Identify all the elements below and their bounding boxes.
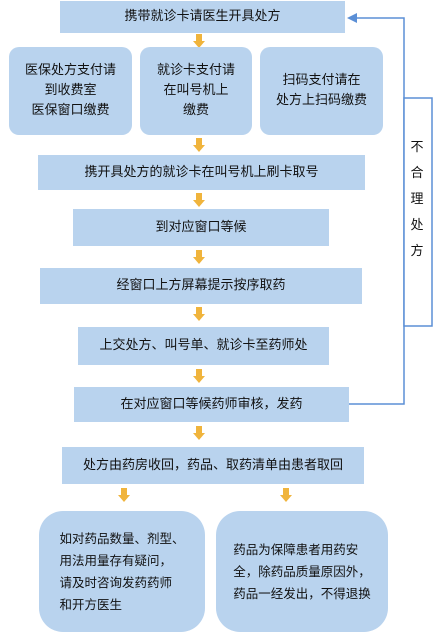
- down-arrow-icon: [193, 138, 205, 152]
- step-pharmacist-review: 在对应窗口等候药师审核，发药: [74, 387, 349, 422]
- feedback-arrowhead: [347, 13, 357, 23]
- unreasonable-prescription-label: 不 合 理 处 方: [409, 135, 425, 265]
- down-arrow-icon: [193, 250, 205, 264]
- side-char: 理: [410, 192, 424, 207]
- step-payment-scan: 扫码支付请在 处方上扫码缴费: [260, 47, 383, 135]
- side-char: 合: [410, 166, 424, 181]
- step-prescription: 携带就诊卡请医生开具处方: [60, 1, 345, 33]
- step-payment-card: 就诊卡支付请 在叫号机上 缴费: [140, 47, 252, 135]
- note-consult: 如对药品数量、剂型、 用法用量存有疑问， 请及时咨询发药药师 和开方医生: [39, 511, 205, 632]
- down-arrow-icon: [193, 307, 205, 321]
- down-arrow-icon: [193, 34, 205, 48]
- side-char: 方: [410, 244, 424, 259]
- step-collect-medicine: 处方由药房收回，药品、取药清单由患者取回: [62, 447, 364, 484]
- down-arrow-icon: [193, 193, 205, 207]
- side-char: 处: [410, 218, 424, 233]
- down-arrow-icon: [280, 488, 292, 502]
- down-arrow-icon: [193, 369, 205, 383]
- down-arrow-icon: [118, 488, 130, 502]
- step-submit-documents: 上交处方、叫号单、就诊卡至药师处: [78, 327, 329, 365]
- note-no-return: 药品为保障患者用药安 全，除药品质量原因外， 药品一经发出，不得退换: [216, 511, 388, 632]
- step-wait-window: 到对应窗口等候: [73, 209, 329, 246]
- side-char: 不: [410, 140, 424, 155]
- side-label-frame: [403, 97, 433, 327]
- step-take-number: 携开具处方的就诊卡在叫号机上刷卡取号: [38, 155, 365, 190]
- step-payment-insurance: 医保处方支付请 到收费室 医保窗口缴费: [9, 47, 132, 135]
- down-arrow-icon: [193, 426, 205, 440]
- step-screen-prompt: 经窗口上方屏幕提示按序取药: [40, 268, 362, 304]
